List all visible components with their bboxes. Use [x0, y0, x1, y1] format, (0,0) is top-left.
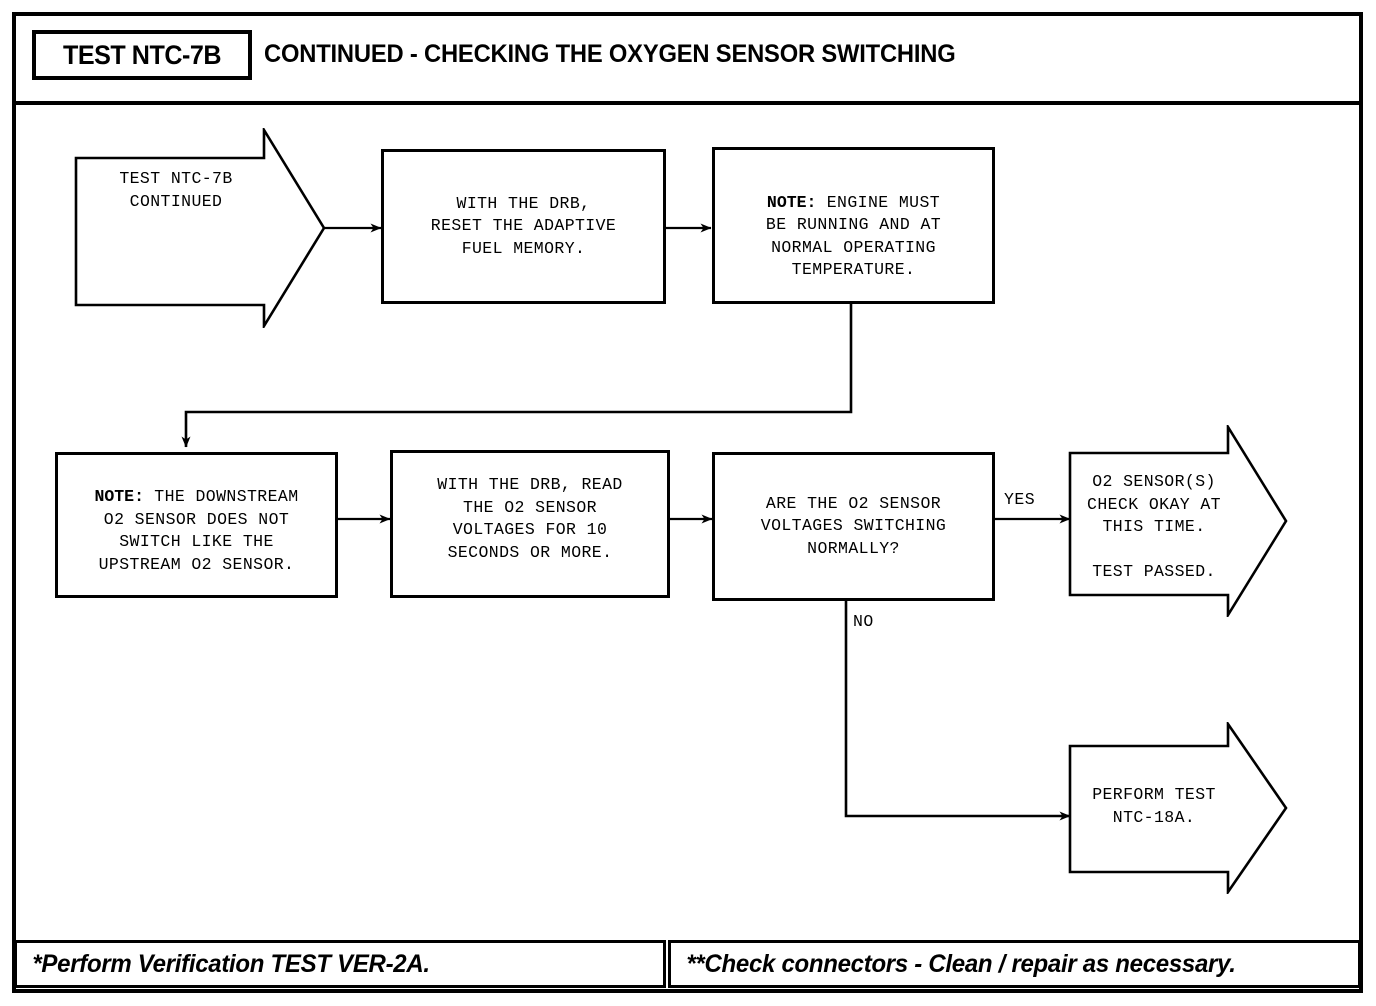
node-test-passed[interactable]: O2 SENSOR(S) CHECK OKAY AT THIS TIME. TE… [1068, 425, 1288, 617]
node-start-label: TEST NTC-7B CONTINUED [119, 169, 233, 211]
note-prefix: NOTE: [94, 487, 144, 507]
footer-note-right: **Check connectors - Clean / repair as n… [668, 940, 1361, 988]
page-border [12, 12, 1363, 993]
node-decision-switching-label: ARE THE O2 SENSOR VOLTAGES SWITCHING NOR… [760, 493, 947, 558]
node-read-voltages-label: WITH THE DRB, READ THE O2 SENSOR VOLTAGE… [437, 475, 623, 562]
header-band: TEST NTC-7B CONTINUED - CHECKING THE OXY… [14, 14, 1361, 105]
node-engine-note-label: NOTE: ENGINE MUST BE RUNNING AND AT NORM… [766, 169, 941, 282]
test-id-label: TEST NTC-7B [62, 39, 222, 70]
page-title: CONTINUED - CHECKING THE OXYGEN SENSOR S… [264, 40, 956, 68]
node-reset-fuel-memory[interactable]: WITH THE DRB, RESET THE ADAPTIVE FUEL ME… [381, 149, 666, 304]
node-downstream-note-label: NOTE: THE DOWNSTREAM O2 SENSOR DOES NOT … [94, 464, 298, 577]
footer-note-left-text: *Perform Verification TEST VER-2A. [32, 949, 430, 978]
node-start[interactable]: TEST NTC-7B CONTINUED [74, 128, 326, 328]
node-decision-switching[interactable]: ARE THE O2 SENSOR VOLTAGES SWITCHING NOR… [712, 452, 995, 601]
footer-note-right-text: **Check connectors - Clean / repair as n… [686, 949, 1236, 978]
node-read-voltages[interactable]: WITH THE DRB, READ THE O2 SENSOR VOLTAGE… [390, 450, 670, 598]
node-perform-ntc18a-label: PERFORM TEST NTC-18A. [1092, 785, 1216, 827]
test-id-box: TEST NTC-7B [32, 30, 252, 80]
node-test-passed-label: O2 SENSOR(S) CHECK OKAY AT THIS TIME. TE… [1087, 472, 1221, 581]
node-reset-fuel-memory-label: WITH THE DRB, RESET THE ADAPTIVE FUEL ME… [430, 193, 617, 258]
node-engine-note[interactable]: NOTE: ENGINE MUST BE RUNNING AND AT NORM… [712, 147, 995, 304]
note-body: THE DOWNSTREAM O2 SENSOR DOES NOT SWITCH… [98, 487, 299, 574]
note-body: ENGINE MUST BE RUNNING AND AT NORMAL OPE… [765, 192, 942, 280]
edge-label-yes: YES [1004, 490, 1036, 509]
node-perform-ntc18a[interactable]: PERFORM TEST NTC-18A. [1068, 722, 1288, 894]
note-prefix: NOTE: [766, 192, 817, 212]
node-downstream-note[interactable]: NOTE: THE DOWNSTREAM O2 SENSOR DOES NOT … [55, 452, 338, 598]
edge-label-no: NO [853, 612, 874, 631]
footer-note-left: *Perform Verification TEST VER-2A. [14, 940, 666, 988]
